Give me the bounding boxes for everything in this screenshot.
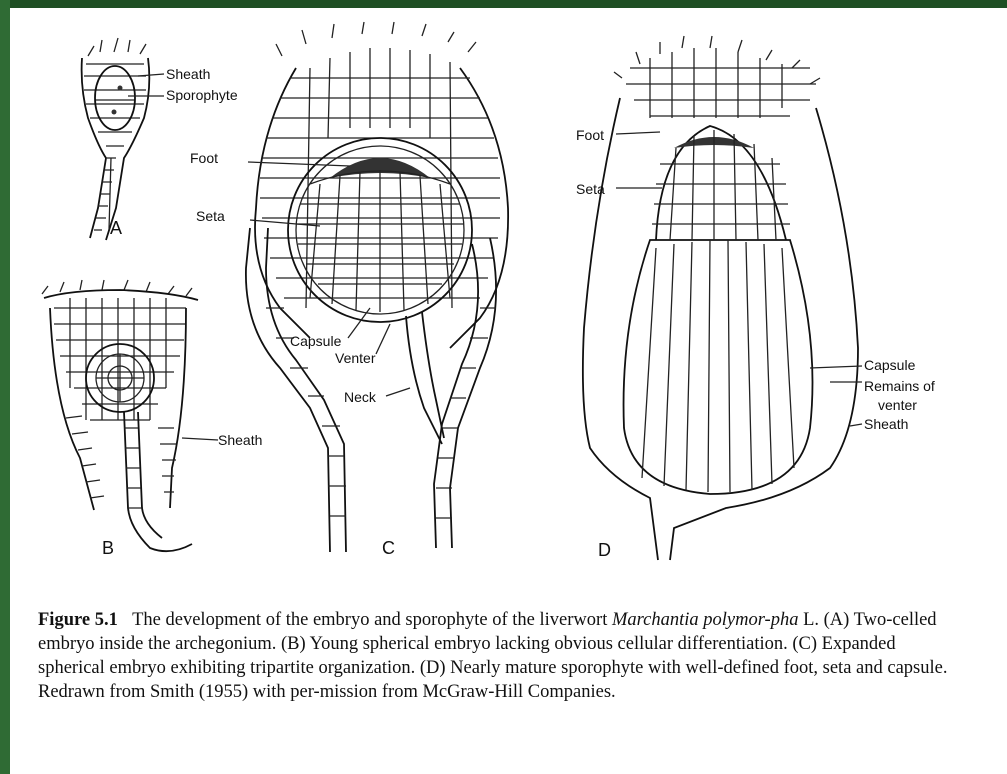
label-d-remains-of: Remains of: [864, 378, 935, 394]
label-d-foot: Foot: [576, 127, 604, 143]
label-c-capsule: Capsule: [290, 333, 342, 349]
panel-b-letter: B: [102, 538, 114, 558]
label-d-venter: venter: [878, 397, 917, 413]
capsule-spore-texture: [642, 240, 794, 492]
figure-caption: Figure 5.1 The development of the embryo…: [38, 608, 963, 704]
embryo-development-figure: Sheath Sporophyte A Sheath B: [10, 8, 1007, 588]
document-page: Sheath Sporophyte A Sheath B: [10, 8, 1007, 774]
window-frame-left: [0, 0, 10, 774]
label-a-sheath: Sheath: [166, 66, 210, 82]
panel-a-drawing: [82, 38, 164, 240]
label-d-capsule: Capsule: [864, 357, 916, 373]
label-c-seta: Seta: [196, 208, 225, 224]
caption-species-name: Marchantia polymor-pha: [612, 610, 799, 630]
label-c-foot: Foot: [190, 150, 218, 166]
panel-b-drawing: [42, 280, 218, 551]
caption-text-intro: The development of the embryo and sporop…: [132, 610, 612, 630]
panel-c-drawing: [246, 22, 508, 552]
label-c-neck: Neck: [344, 389, 377, 405]
label-d-seta: Seta: [576, 181, 605, 197]
label-d-sheath: Sheath: [864, 416, 908, 432]
label-c-venter: Venter: [335, 350, 376, 366]
label-b-sheath: Sheath: [218, 432, 262, 448]
panel-d-drawing: [583, 36, 862, 560]
label-a-sporophyte: Sporophyte: [166, 87, 238, 103]
panel-a-letter: A: [110, 218, 122, 238]
figure-number: Figure 5.1: [38, 610, 118, 630]
panel-d-letter: D: [598, 540, 611, 560]
panel-c-letter: C: [382, 538, 395, 558]
window-frame-top: [0, 0, 1007, 8]
